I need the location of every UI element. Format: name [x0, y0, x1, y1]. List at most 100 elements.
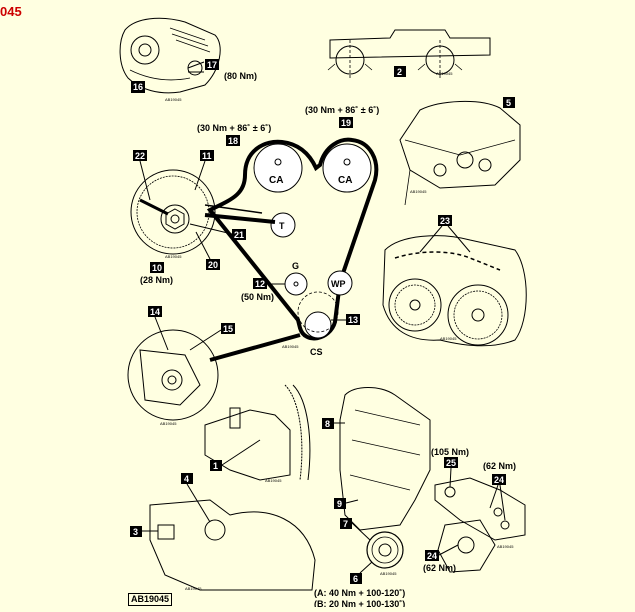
label-23: 23 [438, 215, 452, 226]
label-9: 9 [334, 498, 346, 509]
label-2: 2 [394, 66, 406, 77]
torque-19: (30 Nm + 86˚ ± 6˚) [305, 105, 379, 115]
svg-text:23: 23 [440, 216, 450, 226]
label-17: 17 [205, 59, 219, 70]
svg-text:18: 18 [228, 136, 238, 146]
svg-text:20: 20 [208, 260, 218, 270]
label-11: 11 [200, 150, 214, 161]
panel-crank-detail: AB19045 [127, 329, 301, 426]
pulley-ca-right: CA [322, 143, 372, 193]
ref-caption: AB19045 [165, 97, 182, 102]
label-12: 12 [253, 278, 267, 289]
svg-text:24: 24 [494, 475, 504, 485]
label-4: 4 [181, 473, 193, 484]
svg-text:CS: CS [310, 347, 323, 357]
label-1: 1 [210, 460, 222, 471]
timing-belt-route [206, 137, 379, 341]
svg-text:12: 12 [255, 279, 265, 289]
svg-text:T: T [279, 221, 285, 231]
svg-text:4: 4 [184, 474, 189, 484]
label-8: 8 [322, 418, 334, 429]
figure-reference: AB19045 [128, 593, 173, 606]
label-22: 22 [133, 150, 147, 161]
label-6: 6 [350, 573, 362, 584]
svg-text:24: 24 [427, 551, 437, 561]
ref-caption: AB19045 [380, 571, 397, 576]
svg-text:3: 3 [133, 527, 138, 537]
ref-caption: AB19045 [410, 189, 427, 194]
label-5: 5 [503, 97, 515, 108]
svg-text:10: 10 [152, 263, 162, 273]
label-13: 13 [346, 314, 360, 325]
svg-text:9: 9 [337, 499, 342, 509]
label-10: 10 [150, 262, 164, 273]
panel-timing-covers: AB19045 [339, 387, 431, 576]
label-3: 3 [130, 526, 142, 537]
torque-17: (80 Nm) [224, 71, 257, 81]
label-18: 18 [226, 135, 240, 146]
svg-text:8: 8 [325, 419, 330, 429]
svg-text:13: 13 [348, 315, 358, 325]
panel-engine-mounting: AB19045 [434, 477, 526, 573]
svg-text:14: 14 [150, 307, 160, 317]
ref-caption: AB19045 [436, 71, 453, 76]
svg-text:22: 22 [135, 151, 145, 161]
label-19: 19 [339, 117, 353, 128]
ref-caption: AB19045 [185, 586, 202, 591]
svg-text:15: 15 [223, 324, 233, 334]
svg-text:6: 6 [353, 574, 358, 584]
svg-text:21: 21 [234, 230, 244, 240]
label-20: 20 [206, 259, 220, 270]
svg-text:CA: CA [338, 175, 352, 186]
pulley-ca-left: CA [253, 143, 303, 193]
svg-text:16: 16 [133, 82, 143, 92]
svg-text:7: 7 [343, 519, 348, 529]
panel-flywheel-lock: AB19045 [204, 384, 311, 483]
panel-cam-locking: AB19045 [327, 29, 491, 80]
pulley-tensioner: T [270, 212, 296, 238]
ref-caption: AB19045 [440, 336, 457, 341]
ref-caption: AB19045 [165, 254, 182, 259]
panel-engine-mount-top: AB19045 [399, 101, 521, 206]
panel-tensioner-detail: AB19045 [130, 169, 276, 259]
ref-caption: AB19045 [497, 544, 514, 549]
ref-caption: AB19045 [282, 344, 299, 349]
svg-text:19: 19 [341, 118, 351, 128]
svg-text:CA: CA [269, 175, 283, 186]
torque-6-a: (A: 40 Nm + 100-120˚) [314, 588, 405, 598]
corner-code: 045 [0, 4, 22, 19]
torque-6-b: (B: 20 Nm + 100-130˚) [314, 599, 405, 607]
pulley-crank: CS AB19045 [282, 291, 339, 357]
label-7: 7 [340, 518, 352, 529]
pulley-idler: G [284, 261, 308, 296]
panel-crank-bolt: AB19045 [119, 17, 221, 102]
panel-cam-pulleys-detail: AB19045 [382, 235, 527, 347]
svg-text:25: 25 [446, 458, 456, 468]
label-14: 14 [148, 306, 162, 317]
svg-text:1: 1 [213, 461, 218, 471]
label-16: 16 [131, 81, 145, 93]
torque-24-bottom: (62 Nm) [423, 563, 456, 573]
torque-25: (105 Nm) [431, 447, 469, 457]
label-25: 25 [444, 457, 458, 468]
pulley-water-pump: WP [327, 270, 353, 296]
svg-text:11: 11 [202, 151, 212, 161]
torque-18: (30 Nm + 86˚ ± 6˚) [197, 123, 271, 133]
torque-12: (50 Nm) [241, 292, 274, 302]
svg-text:17: 17 [207, 60, 217, 70]
label-15: 15 [221, 323, 235, 334]
torque-24-top: (62 Nm) [483, 461, 516, 471]
svg-text:2: 2 [397, 67, 402, 77]
panel-lower-block: AB19045 [149, 499, 316, 591]
label-21: 21 [232, 229, 246, 240]
ref-caption: AB19045 [265, 478, 282, 483]
svg-text:G: G [292, 261, 299, 271]
svg-text:5: 5 [506, 98, 511, 108]
svg-text:WP: WP [331, 279, 346, 289]
label-24-top: 24 [492, 474, 506, 485]
label-24-bottom: 24 [425, 550, 439, 561]
ref-caption: AB19045 [160, 421, 177, 426]
torque-10: (28 Nm) [140, 275, 173, 285]
